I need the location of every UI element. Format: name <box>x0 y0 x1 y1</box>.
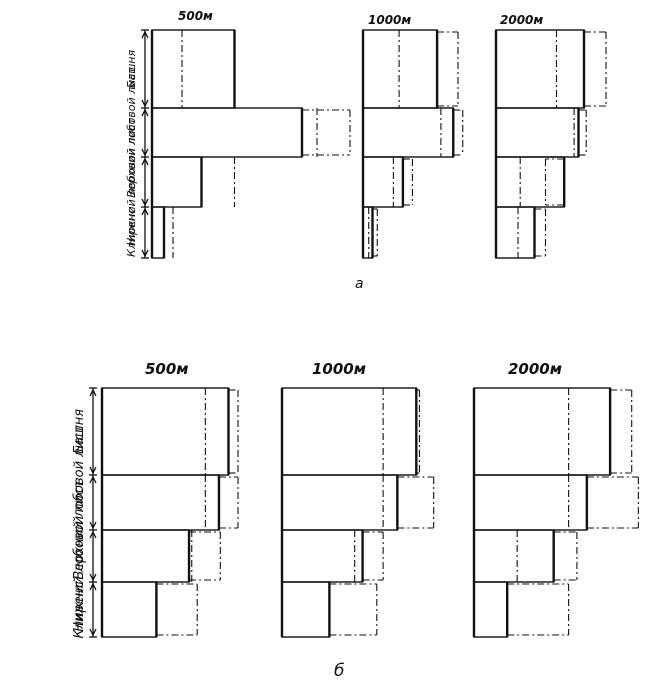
chart-a-3: 2000м <box>494 13 607 259</box>
arrow-down <box>141 148 149 157</box>
bar-solid <box>101 387 230 476</box>
bar-solid <box>362 206 374 259</box>
distance-label: 500м <box>145 360 189 378</box>
distance-label: 1000м <box>312 360 366 378</box>
distance-label: 2000м <box>500 13 543 27</box>
bar-solid <box>495 107 580 158</box>
bar-solid <box>362 107 454 158</box>
bar-solid <box>151 29 236 109</box>
arrow-down <box>89 521 97 530</box>
bar-solid <box>473 529 555 583</box>
arrow-up <box>141 157 149 166</box>
arrow-down <box>89 466 97 475</box>
chart-a-2: 1000м <box>361 13 464 259</box>
bar-solid <box>281 387 418 476</box>
bar-solid <box>281 474 399 531</box>
bar-solid <box>151 156 203 208</box>
bar-solid <box>473 474 588 531</box>
zone-label: Клиренс <box>72 581 87 639</box>
chart-b-2: 1000м <box>280 360 435 638</box>
distance-label: 1000м <box>368 13 411 27</box>
chart-b-3: 2000м <box>472 360 639 638</box>
arrow-up <box>89 475 97 484</box>
zone-label: Нижний лобовой лист <box>125 117 138 246</box>
bar-solid <box>281 581 331 638</box>
bar-solid <box>495 156 565 208</box>
zone-label: Верхний лобовой лист <box>72 425 87 580</box>
arrow-up <box>89 530 97 539</box>
distance-label: 2000м <box>508 360 562 378</box>
arrow-down <box>89 628 97 637</box>
distance-label: 500м <box>178 9 213 23</box>
arrow-down <box>89 573 97 582</box>
bar-solid <box>495 29 585 109</box>
bar-solid <box>101 529 190 583</box>
bar-solid <box>473 581 508 638</box>
arrow-up <box>89 388 97 397</box>
bar-solid <box>281 529 364 583</box>
bar-solid <box>473 387 611 476</box>
zone-label: Нижний лобовой лист <box>72 480 87 632</box>
zone-label: Клиренс <box>125 208 138 257</box>
bar-solid <box>101 474 220 531</box>
bar-solid <box>151 107 303 158</box>
arrow-up <box>141 207 149 216</box>
chart-b-1: 500м <box>100 360 239 638</box>
arrow-up <box>89 582 97 591</box>
arrow-down <box>141 99 149 108</box>
bar-solid <box>362 29 438 109</box>
bar-solid <box>362 156 404 208</box>
arrow-up <box>141 108 149 117</box>
bar-solid <box>495 206 536 259</box>
arrow-down <box>141 198 149 207</box>
bar-solid <box>151 206 165 259</box>
zone-label: Верхний лобовой лист <box>125 67 138 198</box>
zone-label: Башня <box>72 409 87 454</box>
zone-label: Башня <box>125 50 138 89</box>
bar-solid <box>101 581 158 638</box>
chart-a-1: 500м <box>150 9 351 259</box>
panel-caption: б <box>334 661 344 681</box>
arrow-up <box>141 30 149 39</box>
panel-caption: а <box>355 276 364 292</box>
arrow-down <box>141 249 149 258</box>
